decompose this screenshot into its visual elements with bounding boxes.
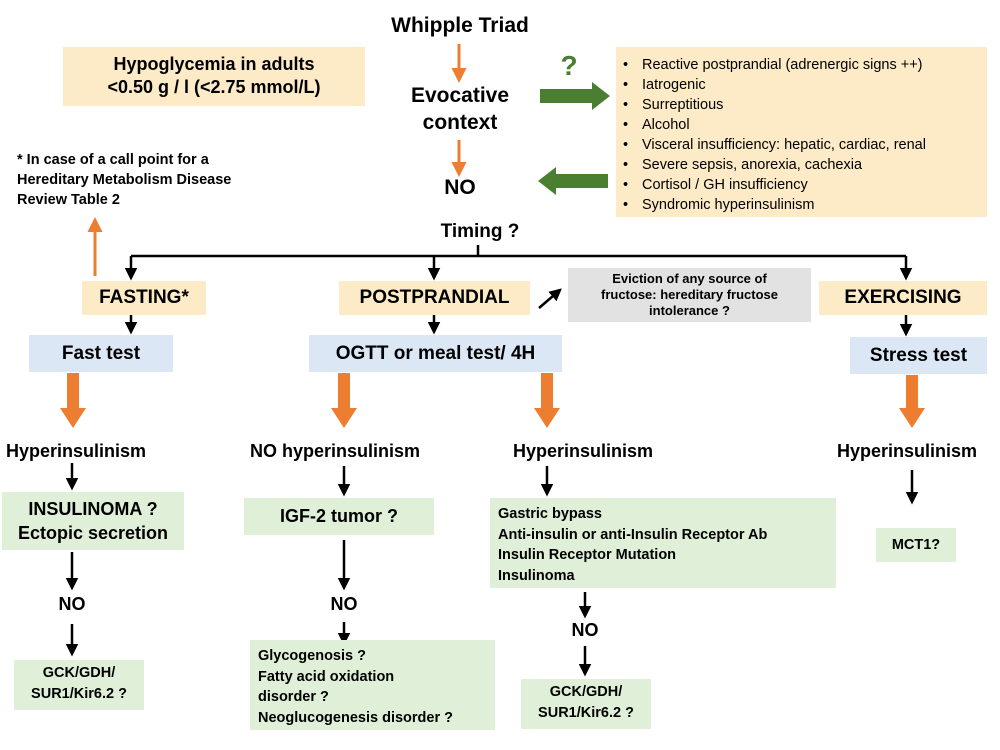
definition-line-2: <0.50 g / l (<2.75 mmol/L) <box>107 77 321 97</box>
fructose-line-2: fructose: hereditary fructose <box>601 287 778 302</box>
gastric-line-1: Gastric bypass <box>498 506 602 522</box>
pp-genes-box: GCK/GDH/ SUR1/Kir6.2 ? <box>521 679 651 729</box>
cause-item: Surreptitious <box>616 95 987 115</box>
causes-list: Reactive postprandial (adrenergic signs … <box>616 55 987 215</box>
evocative-line-1: Evocative <box>410 84 510 107</box>
fasting-genes-line-1: GCK/GDH/ <box>42 665 116 681</box>
header-no-label: NO <box>444 176 476 199</box>
cause-item: Severe sepsis, anorexia, cachexia <box>616 155 987 175</box>
insulinoma-box: INSULINOMA ? Ectopic secretion <box>2 492 184 550</box>
glycogenosis-line-4: Neoglucogenesis disorder ? <box>258 709 453 726</box>
orange-arrow-ogtt-left <box>331 373 357 428</box>
note-line-3: Review Table 2 <box>17 192 120 208</box>
note-line-2: Hereditary Metabolism Disease <box>17 172 232 188</box>
orange-arrow-ogtt-right <box>534 373 560 428</box>
ogtt-test-box: OGTT or meal test/ 4H <box>309 335 562 372</box>
glycogenosis-line-1: Glycogenosis ? <box>258 648 366 664</box>
stress-test-box: Stress test <box>850 337 987 374</box>
green-arrow-left <box>538 167 608 195</box>
evocative-line-2: context <box>422 111 498 134</box>
cause-item: Iatrogenic <box>616 75 987 95</box>
orange-arrow-exercising <box>899 375 925 428</box>
fasting-no-label: NO <box>58 594 86 614</box>
fasting-label: FASTING* <box>82 281 206 315</box>
gastric-line-4: Insulinoma <box>498 567 575 584</box>
cause-item: Cortisol / GH insufficiency <box>616 175 987 195</box>
pp-right-result: Hyperinsulinism <box>513 441 654 461</box>
fast-test-box: Fast test <box>29 335 173 372</box>
exercising-label: EXERCISING <box>819 281 987 315</box>
pp-genes-line-2: SUR1/Kir6.2 ? <box>538 705 634 721</box>
pp-left-no-label: NO <box>330 594 358 614</box>
note-line-1: * In case of a call point for a <box>17 152 209 168</box>
definition-box: Hypoglycemia in adults <0.50 g / l (<2.7… <box>63 47 365 106</box>
gastric-line-2: Anti-insulin or anti-Insulin Receptor Ab <box>498 526 768 543</box>
arrow-postprandial-to-fructose <box>538 288 562 309</box>
diagram-title: Whipple Triad <box>391 14 529 37</box>
glycogenosis-box: Glycogenosis ? Fatty acid oxidation diso… <box>250 640 495 730</box>
postprandial-label: POSTPRANDIAL <box>339 281 530 315</box>
exercising-result: Hyperinsulinism <box>837 441 978 461</box>
pp-genes-line-1: GCK/GDH/ <box>549 684 623 700</box>
insulinoma-line-2: Ectopic secretion <box>17 523 169 543</box>
timing-label: Timing ? <box>440 221 520 242</box>
green-arrow-right <box>540 82 610 110</box>
cause-item: Syndromic hyperinsulinism <box>616 195 987 215</box>
evocative-context-label: Evocative context <box>380 82 540 136</box>
question-mark: ? <box>560 50 578 81</box>
glycogenosis-line-2: Fatty acid oxidation <box>258 668 395 685</box>
gastric-bypass-box: Gastric bypass Anti-insulin or anti-Insu… <box>490 498 836 588</box>
pp-left-result: NO hyperinsulinism <box>250 441 421 461</box>
pp-right-no-label: NO <box>571 620 599 640</box>
fasting-result: Hyperinsulinism <box>6 441 147 461</box>
igf2-box: IGF-2 tumor ? <box>244 498 434 535</box>
metabolism-note: * In case of a call point for a Heredita… <box>17 150 277 210</box>
cause-item: Visceral insufficiency: hepatic, cardiac… <box>616 135 987 155</box>
insulinoma-line-1: INSULINOMA ? <box>28 499 158 519</box>
gastric-line-3: Insulin Receptor Mutation <box>498 547 677 563</box>
cause-item: Reactive postprandial (adrenergic signs … <box>616 55 987 75</box>
cause-item: Alcohol <box>616 115 987 135</box>
fasting-genes-line-2: SUR1/Kir6.2 ? <box>31 686 127 702</box>
fructose-box: Eviction of any source of fructose: here… <box>568 268 811 322</box>
causes-box: Reactive postprandial (adrenergic signs … <box>616 47 987 217</box>
mct1-box: MCT1? <box>876 528 956 562</box>
fructose-line-1: Eviction of any source of <box>612 271 767 286</box>
definition-line-1: Hypoglycemia in adults <box>113 54 315 74</box>
orange-arrow-fasting <box>60 373 86 428</box>
fructose-line-3: intolerance ? <box>649 303 730 318</box>
glycogenosis-line-3: disorder ? <box>258 689 329 705</box>
fasting-genes-box: GCK/GDH/ SUR1/Kir6.2 ? <box>14 660 144 710</box>
